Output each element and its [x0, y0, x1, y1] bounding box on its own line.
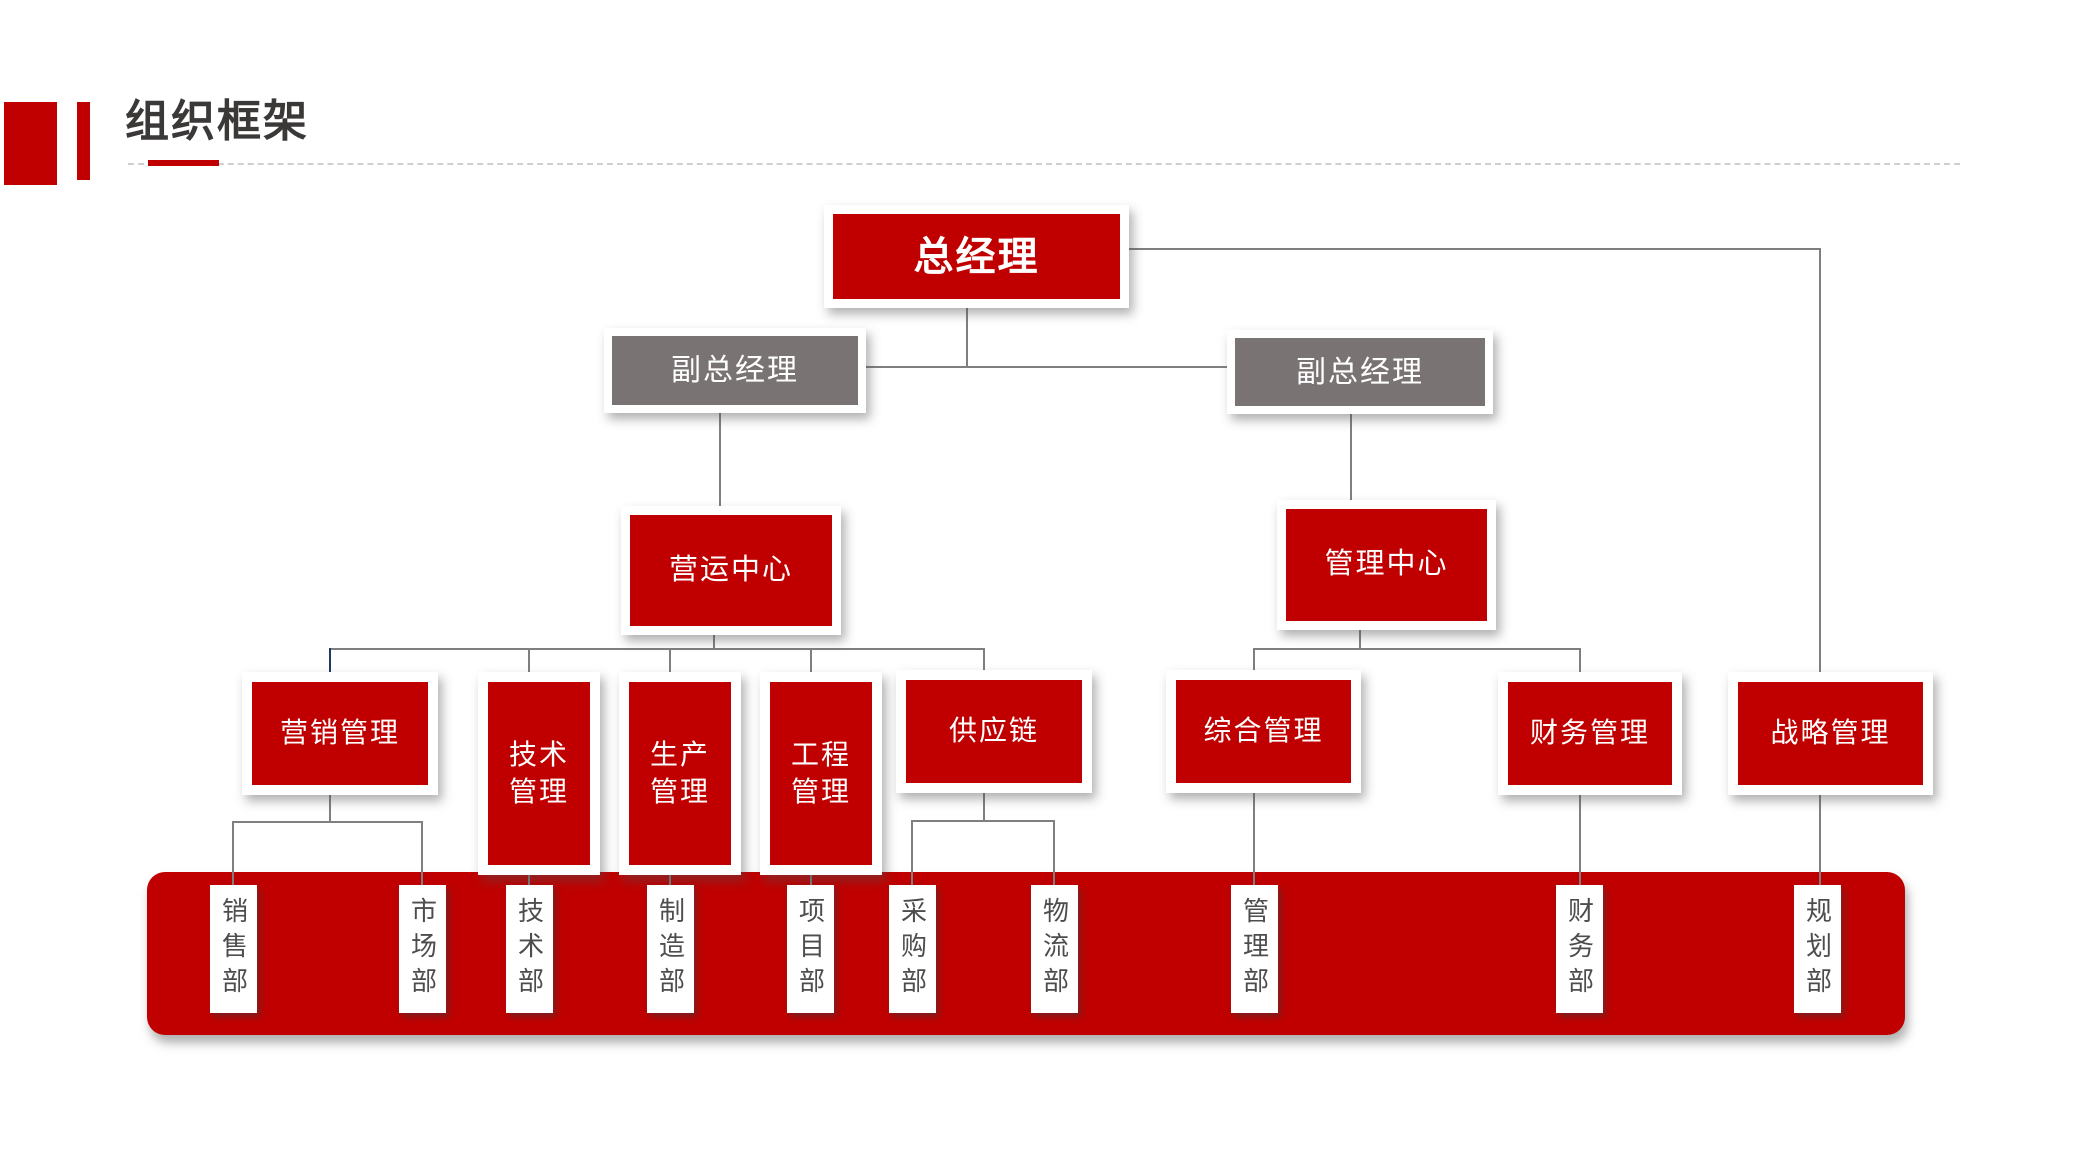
org-node-management-center: 管理中心	[1277, 500, 1496, 630]
connector-mgmt-children	[1254, 648, 1581, 650]
org-node-mgmt-dept: 管理部	[1231, 885, 1278, 1013]
org-node-finance-mgmt: 财务管理	[1498, 672, 1682, 795]
org-node-label: 副总经理	[1235, 338, 1485, 406]
connector-drop-purchasing-dept	[911, 820, 913, 895]
org-node-engineering-mgmt: 工程 管理	[760, 672, 882, 875]
org-node-planning-dept: 规划部	[1794, 885, 1841, 1013]
connector-deputy2-down	[1350, 396, 1352, 511]
org-node-strategy-mgmt: 战略管理	[1728, 672, 1933, 795]
connector-drop-supply	[983, 648, 985, 686]
org-node-label: 副总经理	[612, 336, 858, 405]
org-node-tech-dept: 技术部	[506, 885, 553, 1013]
org-node-label: 规划部	[1802, 896, 1833, 1002]
org-node-tech-mgmt: 技术 管理	[478, 672, 600, 875]
org-node-supply-chain: 供应链	[896, 670, 1092, 793]
org-node-sales-dept: 销售部	[210, 885, 257, 1013]
org-node-label: 营销管理	[252, 682, 428, 785]
org-node-label: 财务管理	[1508, 682, 1672, 785]
connector-supply-stub	[983, 771, 985, 822]
org-node-label: 制造部	[655, 896, 686, 1002]
connector-supply-fork	[913, 820, 1055, 822]
org-node-project-dept: 项目部	[787, 885, 834, 1013]
org-node-label: 综合管理	[1176, 680, 1351, 783]
org-node-logistics-dept: 物流部	[1031, 885, 1078, 1013]
org-node-marketing-mgmt: 营销管理	[242, 672, 438, 795]
org-node-label: 管理中心	[1286, 509, 1487, 621]
org-node-label: 战略管理	[1738, 682, 1923, 785]
connector-gm-right	[1109, 248, 1821, 250]
org-node-purchasing-dept: 采购部	[889, 885, 936, 1013]
connector-drop-tech	[528, 648, 530, 693]
org-node-label: 技术 管理	[488, 682, 590, 865]
connector-drop-sales-dept	[232, 821, 234, 895]
org-node-label: 技术部	[514, 896, 545, 1002]
connector-gm-down	[966, 292, 968, 368]
connector-drop-finance	[1579, 648, 1581, 688]
org-node-label: 总经理	[833, 214, 1120, 299]
connector-marketing-fork	[233, 821, 423, 823]
title-accent-bar	[77, 102, 90, 180]
title-rule	[128, 163, 1960, 165]
org-node-market-dept: 市场部	[399, 885, 446, 1013]
org-node-general-admin: 综合管理	[1166, 670, 1361, 793]
connector-strategy-top	[1819, 248, 1821, 688]
connector-drop-logistics-dept	[1053, 820, 1055, 895]
org-node-label: 管理部	[1239, 896, 1270, 1002]
org-node-general-manager: 总经理	[824, 205, 1129, 308]
org-node-label: 采购部	[897, 896, 928, 1002]
org-node-deputy-gm-1: 副总经理	[604, 328, 866, 413]
connector-deputy1-down	[719, 395, 721, 515]
connector-drop-engineering	[810, 648, 812, 693]
connector-drop-finance-dept	[1579, 773, 1581, 895]
org-node-label: 销售部	[218, 896, 249, 1002]
org-node-production-mgmt: 生产 管理	[619, 672, 741, 875]
org-node-deputy-gm-2: 副总经理	[1227, 330, 1493, 414]
org-node-label: 项目部	[795, 896, 826, 1002]
connector-drop-production	[669, 648, 671, 693]
connector-marketing-stub	[329, 773, 331, 823]
org-node-label: 供应链	[906, 680, 1082, 783]
org-node-label: 营运中心	[630, 515, 832, 626]
org-node-label: 财务部	[1564, 896, 1595, 1002]
org-node-label: 市场部	[407, 896, 438, 1002]
connector-deputies	[848, 366, 1229, 368]
connector-drop-general-admin	[1253, 648, 1255, 686]
connector-drop-market-dept	[421, 821, 423, 895]
org-node-mfg-dept: 制造部	[647, 885, 694, 1013]
org-node-label: 物流部	[1039, 896, 1070, 1002]
org-node-label: 工程 管理	[770, 682, 872, 865]
page-title: 组织框架	[125, 97, 309, 146]
org-node-label: 生产 管理	[629, 682, 731, 865]
connector-mgmt-down	[1359, 610, 1361, 650]
org-node-operations-center: 营运中心	[621, 506, 841, 635]
title-rule-accent	[148, 160, 219, 166]
connector-drop-marketing	[329, 648, 331, 688]
connector-ops-children	[329, 648, 985, 650]
connector-drop-planning-dept	[1819, 773, 1821, 895]
title-accent-square	[4, 102, 57, 185]
org-node-finance-dept: 财务部	[1556, 885, 1603, 1013]
connector-drop-mgmt-dept	[1253, 771, 1255, 895]
